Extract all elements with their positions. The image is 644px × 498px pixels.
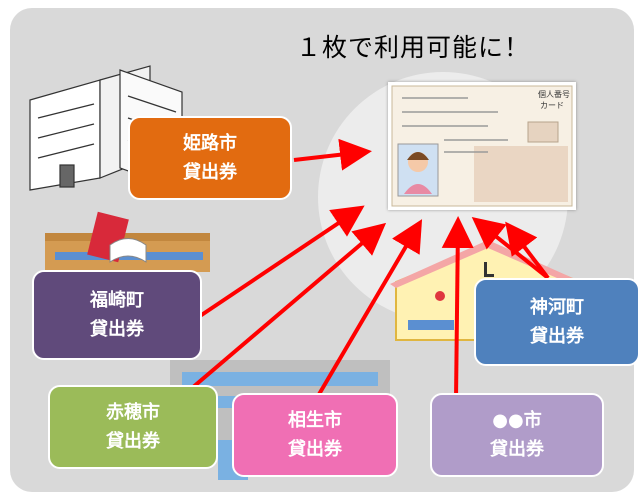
arrow-fukusaki <box>198 205 365 318</box>
arrow-kamikawa-1 <box>505 221 550 280</box>
card-maru-name: ●●市 <box>492 410 542 431</box>
card-aioi-name: 相生市 <box>288 410 342 431</box>
arrow-maru <box>441 216 474 401</box>
connection-arrows <box>190 138 550 401</box>
card-himeji-name: 姫路市 <box>183 133 237 154</box>
library-books-icon <box>45 211 210 272</box>
card-himeji-label: 貸出券 <box>183 162 237 183</box>
card-aioi: 相生市 貸出券 <box>232 393 398 477</box>
id-card-illustration: 個人番号 カード <box>391 85 573 207</box>
arrow-aioi <box>316 219 423 398</box>
card-fukusaki-label: 貸出券 <box>90 319 144 340</box>
card-kamikawa: 神河町 貸出券 <box>474 278 640 366</box>
card-himeji: 姫路市 貸出券 <box>128 116 292 200</box>
card-ako: 赤穂市 貸出券 <box>48 385 218 469</box>
card-fukusaki-name: 福崎町 <box>90 290 144 311</box>
card-maru-label: 貸出券 <box>490 439 544 460</box>
card-kamikawa-name: 神河町 <box>530 297 584 318</box>
card-aioi-label: 貸出券 <box>288 439 342 460</box>
card-fukusaki: 福崎町 貸出券 <box>32 270 202 360</box>
headline-text: １枚で利用可能に！ <box>296 33 531 62</box>
card-maru: ●●市 貸出券 <box>430 393 604 477</box>
arrow-kamikawa-2 <box>471 217 550 280</box>
card-title-line2: カード <box>540 101 564 110</box>
card-ako-label: 貸出券 <box>106 431 160 452</box>
card-kamikawa-label: 貸出券 <box>530 326 584 347</box>
card-ako-name: 赤穂市 <box>106 402 160 423</box>
arrow-ako <box>190 222 387 390</box>
my-number-card-icon: 個人番号 カード <box>388 82 576 210</box>
arrow-himeji <box>293 138 372 171</box>
card-title-line1: 個人番号 <box>538 89 570 99</box>
